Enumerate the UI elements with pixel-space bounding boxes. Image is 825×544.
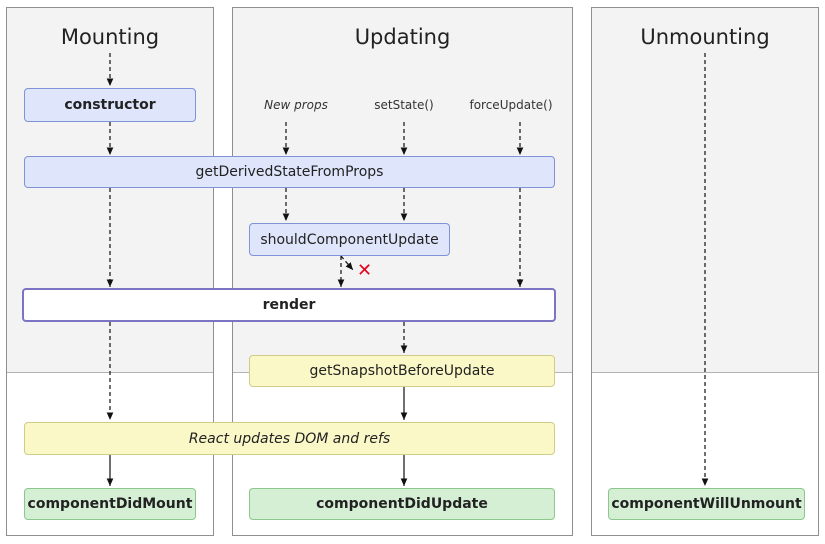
- render-box: render: [22, 288, 556, 322]
- trigger-set-state: setState(): [374, 98, 434, 112]
- mounting-title: Mounting: [60, 25, 160, 49]
- unmounting-title: Unmounting: [640, 25, 770, 49]
- arrow-scu-to-cross: [340, 255, 354, 271]
- trigger-new-props: New props: [264, 98, 328, 112]
- constructor-box: constructor: [24, 88, 196, 122]
- component-did-mount-box: componentDidMount: [24, 488, 196, 520]
- react-updates-dom-box: React updates DOM and refs: [24, 422, 555, 455]
- trigger-force-update: forceUpdate(): [469, 98, 553, 112]
- get-snapshot-before-update-box: getSnapshotBeforeUpdate: [249, 355, 555, 387]
- component-did-update-box: componentDidUpdate: [249, 488, 555, 520]
- updating-title: Updating: [354, 25, 451, 49]
- should-component-update-box: shouldComponentUpdate: [249, 223, 450, 256]
- component-will-unmount-box: componentWillUnmount: [608, 488, 805, 520]
- cancel-cross-icon: ✕: [357, 260, 373, 281]
- get-derived-state-from-props-box: getDerivedStateFromProps: [24, 156, 555, 188]
